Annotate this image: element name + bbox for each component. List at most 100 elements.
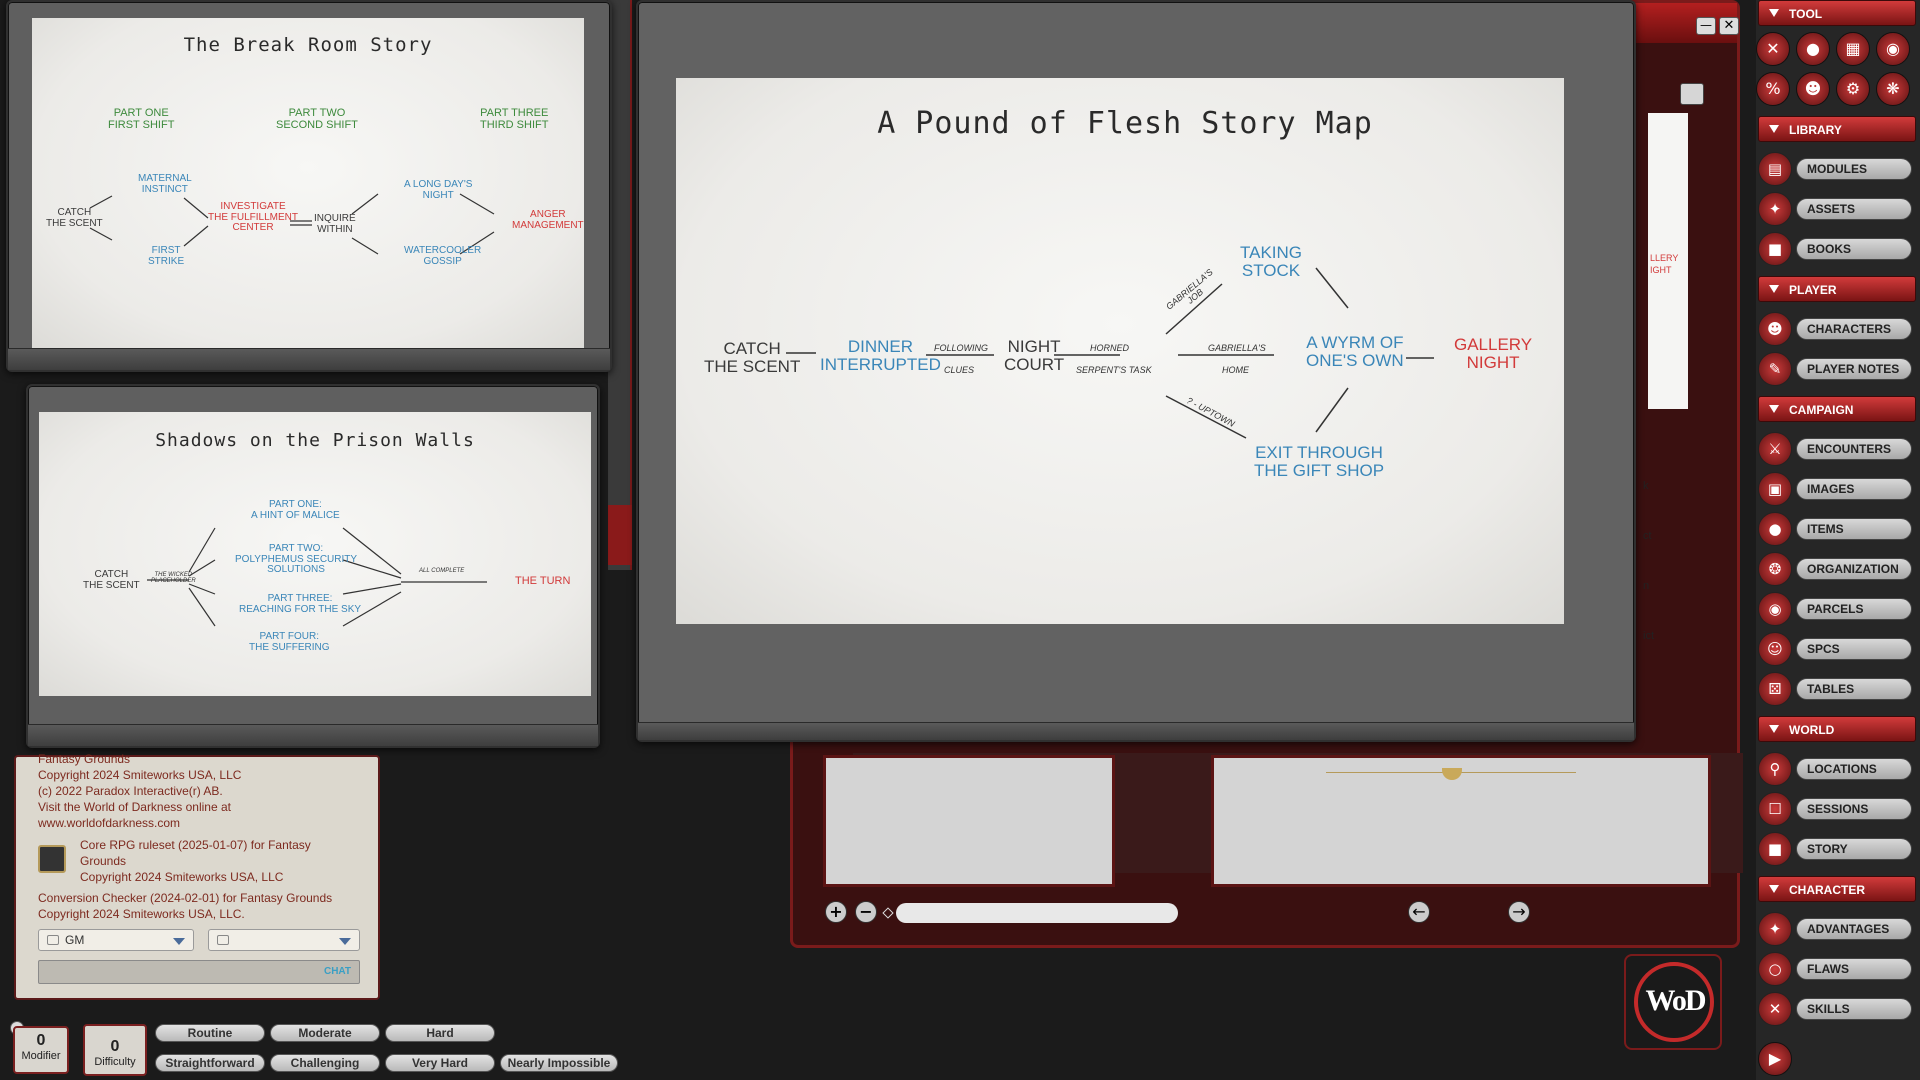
sidebar-item-flaws[interactable]: ○FLAWS bbox=[1758, 952, 1916, 986]
tool-effects-icon[interactable]: ◉ bbox=[1876, 32, 1910, 66]
difficulty-moderate-button[interactable]: Moderate bbox=[270, 1024, 380, 1042]
label-serpent: SERPENT'S TASK bbox=[1076, 365, 1152, 375]
chat-bubble-icon bbox=[47, 935, 59, 945]
section-world[interactable]: WORLD bbox=[1758, 716, 1916, 742]
zoom-in-button[interactable]: + bbox=[825, 901, 847, 923]
side-char: k bbox=[1643, 480, 1649, 492]
collapse-icon bbox=[1769, 125, 1779, 133]
sidebar-item-label: TABLES bbox=[1796, 678, 1912, 700]
tool-dice-icon[interactable]: ● bbox=[1796, 32, 1830, 66]
section-library[interactable]: LIBRARY bbox=[1758, 116, 1916, 142]
speaker-value: GM bbox=[65, 933, 85, 947]
collapse-icon bbox=[1769, 9, 1779, 17]
window-copy-icon[interactable] bbox=[1680, 83, 1704, 105]
sidebar-item-player-notes[interactable]: ✎PLAYER NOTES bbox=[1758, 352, 1916, 386]
label-gabriellas-home: GABRIELLA'S bbox=[1208, 343, 1266, 353]
difficulty-challenging-button[interactable]: Challenging bbox=[270, 1054, 380, 1072]
tool-settings-icon[interactable]: ⚙ bbox=[1836, 72, 1870, 106]
sidebar-item-spcs[interactable]: ☺SPCS bbox=[1758, 632, 1916, 666]
diamond-icon bbox=[882, 907, 894, 919]
window-minimize-button[interactable]: — bbox=[1696, 17, 1716, 35]
label-wicked: THE WICKED PLACEHOLDER bbox=[151, 572, 196, 585]
sidebar-item-images[interactable]: ▣IMAGES bbox=[1758, 472, 1916, 506]
tool-calendar-icon[interactable]: ▦ bbox=[1836, 32, 1870, 66]
window-bottom-bar bbox=[638, 722, 1634, 740]
section-label: CHARACTER bbox=[1789, 883, 1865, 897]
chat-window: Fantasy Grounds Copyright 2024 Smitework… bbox=[14, 752, 380, 1000]
difficulty-label: Difficulty bbox=[94, 1056, 136, 1068]
sidebar-item-modules[interactable]: ▤MODULES bbox=[1758, 152, 1916, 186]
label-first-strike: FIRST STRIKE bbox=[148, 245, 185, 267]
sidebar-item-sessions[interactable]: ☐SESSIONS bbox=[1758, 792, 1916, 826]
modifier-box[interactable]: 0 Modifier bbox=[13, 1026, 69, 1074]
side-char: ict bbox=[1643, 630, 1654, 642]
difficulty-routine-button[interactable]: Routine bbox=[155, 1024, 265, 1042]
difficulty-box[interactable]: 0 Difficulty bbox=[83, 1024, 147, 1076]
sidebar-item-assets[interactable]: ✦ASSETS bbox=[1758, 192, 1916, 226]
difficulty-hard-button[interactable]: Hard bbox=[385, 1024, 495, 1042]
tool-party-icon[interactable]: ☻ bbox=[1796, 72, 1830, 106]
label-the-turn: THE TURN bbox=[515, 575, 571, 587]
section-player[interactable]: PLAYER bbox=[1758, 276, 1916, 302]
prev-page-button[interactable]: ← bbox=[1408, 901, 1430, 923]
sidebar-item-advantages[interactable]: ✦ADVANTAGES bbox=[1758, 912, 1916, 946]
label-part-one: PART ONE: A HINT OF MALICE bbox=[251, 499, 340, 521]
chat-input[interactable]: CHAT bbox=[38, 960, 360, 984]
search-field[interactable] bbox=[896, 903, 1178, 923]
sidebar-item-tables[interactable]: ⚄TABLES bbox=[1758, 672, 1916, 706]
books-icon: ■ bbox=[1758, 232, 1792, 266]
label-taking-stock: TAKING STOCK bbox=[1240, 243, 1303, 280]
expand-play-icon[interactable]: ▶ bbox=[1758, 1042, 1792, 1076]
label-catch-scent: CATCH THE SCENT bbox=[704, 339, 801, 376]
section-tool[interactable]: TOOL bbox=[1758, 0, 1916, 26]
section-character[interactable]: CHARACTER bbox=[1758, 876, 1916, 902]
sidebar-item-encounters[interactable]: ⚔ENCOUNTERS bbox=[1758, 432, 1916, 466]
image-window-break-room[interactable]: The Break Room Story PART ONE FIRST SHIF… bbox=[6, 0, 612, 372]
sidebar-item-label: CHARACTERS bbox=[1796, 318, 1912, 340]
difficulty-nearly-impossible-button[interactable]: Nearly Impossible bbox=[500, 1054, 618, 1072]
label-catch-scent: CATCH THE SCENT bbox=[83, 569, 140, 591]
organization-icon: ❂ bbox=[1758, 552, 1792, 586]
sidebar-item-locations[interactable]: ⚲LOCATIONS bbox=[1758, 752, 1916, 786]
label-inquire: INQUIRE WITHIN bbox=[314, 213, 356, 235]
sidebar-item-parcels[interactable]: ◉PARCELS bbox=[1758, 592, 1916, 626]
zoom-out-button[interactable]: − bbox=[855, 901, 877, 923]
background-window-sliver bbox=[608, 0, 632, 570]
sidebar-item-characters[interactable]: ☻CHARACTERS bbox=[1758, 312, 1916, 346]
sidebar-item-books[interactable]: ■BOOKS bbox=[1758, 232, 1916, 266]
story-left-panel bbox=[823, 755, 1115, 887]
sidebar-item-label: SPCS bbox=[1796, 638, 1912, 660]
label-anger: ANGER MANAGEMENT bbox=[512, 209, 584, 231]
window-close-button[interactable]: ✕ bbox=[1719, 17, 1739, 35]
tool-modifiers-icon[interactable]: % bbox=[1756, 72, 1790, 106]
notes-icon: ✎ bbox=[1758, 352, 1792, 386]
modifier-value: 0 bbox=[36, 1032, 46, 1049]
sidebar: TOOL ✕ ● ▦ ◉ % ☻ ⚙ ❋ LIBRARY ▤MODULES ✦A… bbox=[1756, 0, 1920, 1080]
sidebar-item-organization[interactable]: ❂ORGANIZATION bbox=[1758, 552, 1916, 586]
window-bottom-bar bbox=[8, 348, 610, 370]
image-window-prison[interactable]: Shadows on the Prison Walls CATCH THE SC… bbox=[26, 384, 600, 748]
ruleset-icon bbox=[38, 845, 66, 873]
chat-line: Copyright 2024 Smiteworks USA, LLC bbox=[80, 870, 284, 884]
tables-icon: ⚄ bbox=[1758, 672, 1792, 706]
chat-line: Visit the World of Darkness online at bbox=[38, 800, 231, 814]
image-window-pound-of-flesh[interactable]: A Pound of Flesh Story Map CATCH THE SCE… bbox=[636, 0, 1636, 742]
speaker-select[interactable]: GM bbox=[38, 929, 194, 951]
difficulty-straightforward-button[interactable]: Straightforward bbox=[155, 1054, 265, 1072]
map-lines bbox=[786, 267, 1434, 439]
tool-close-icon[interactable]: ✕ bbox=[1756, 32, 1790, 66]
sidebar-item-label: ENCOUNTERS bbox=[1796, 438, 1912, 460]
sidebar-item-skills[interactable]: ✕SKILLS bbox=[1758, 992, 1916, 1026]
images-icon: ▣ bbox=[1758, 472, 1792, 506]
next-page-button[interactable]: → bbox=[1508, 901, 1530, 923]
chat-mode-select[interactable] bbox=[208, 929, 360, 951]
characters-icon: ☻ bbox=[1758, 312, 1792, 346]
sidebar-item-story[interactable]: ■STORY bbox=[1758, 832, 1916, 866]
difficulty-very-hard-button[interactable]: Very Hard bbox=[385, 1054, 495, 1072]
section-campaign[interactable]: CAMPAIGN bbox=[1758, 396, 1916, 422]
sidebar-item-items[interactable]: ●ITEMS bbox=[1758, 512, 1916, 546]
sidebar-item-label: LOCATIONS bbox=[1796, 758, 1912, 780]
tool-extensions-icon[interactable]: ❋ bbox=[1876, 72, 1910, 106]
sliver-text: IGHT bbox=[1650, 265, 1672, 275]
chat-line: Copyright 2024 Smiteworks USA, LLC. bbox=[38, 907, 245, 921]
